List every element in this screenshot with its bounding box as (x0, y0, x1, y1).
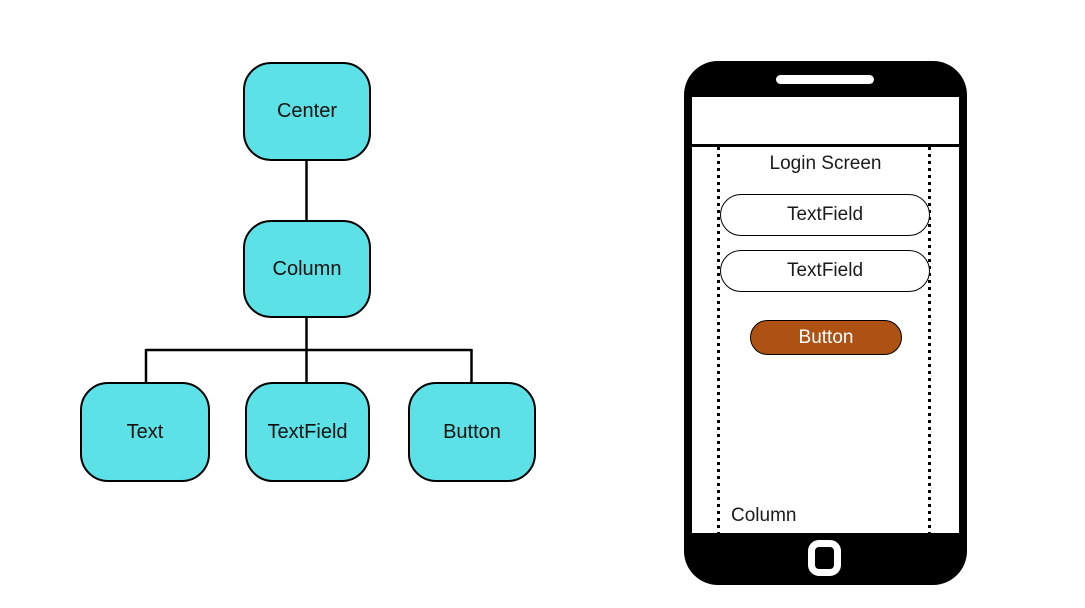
tree-node-button: Button (408, 382, 536, 482)
phone-frame: Login Screen TextField TextField Button … (684, 61, 967, 585)
tree-node-textfield-label: TextField (267, 420, 348, 443)
tree-node-text: Text (80, 382, 210, 482)
textfield-1[interactable]: TextField (720, 194, 930, 236)
tree-node-center-label: Center (276, 100, 338, 122)
tree-node-column-label: Column (272, 257, 342, 280)
tree-node-text-label: Text (126, 420, 164, 443)
tree-node-textfield: TextField (245, 382, 370, 482)
login-screen-title: Login Screen (769, 153, 882, 174)
column-annotation-label: Column (731, 505, 797, 526)
phone-home-button (808, 540, 841, 576)
textfield-2[interactable]: TextField (720, 250, 930, 292)
phone-speaker-slot (776, 75, 874, 84)
phone-screen: Login Screen TextField TextField Button … (692, 144, 959, 533)
tree-node-center: Center (243, 62, 371, 161)
tree-node-column: Column (243, 220, 371, 318)
column-guide-line-right (928, 147, 931, 533)
phone-status-bar (692, 97, 959, 144)
column-guide-line-left (717, 147, 720, 533)
tree-node-button-label: Button (443, 420, 501, 443)
login-button[interactable]: Button (750, 320, 902, 355)
